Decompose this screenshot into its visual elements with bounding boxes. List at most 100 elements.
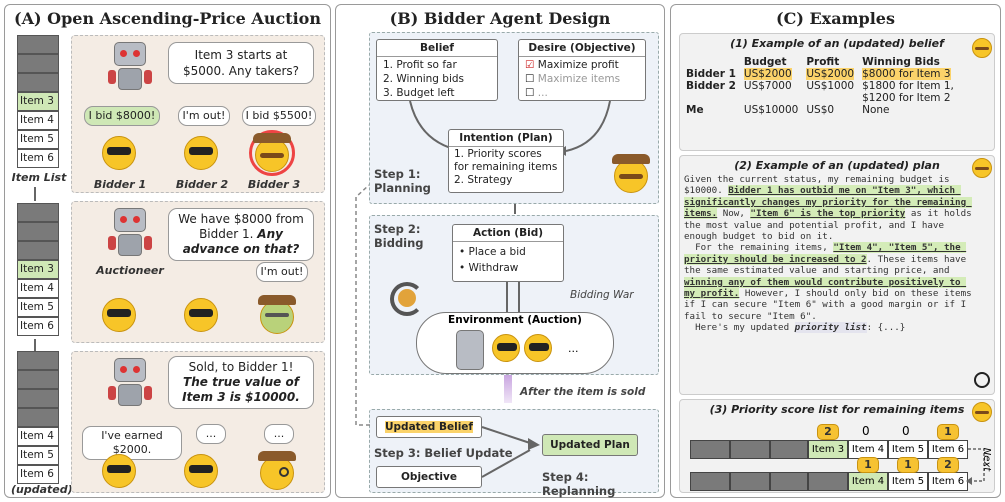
table-cell: Bidder 1: [686, 68, 736, 80]
panel-a-title: (A) Open Ascending-Price Auction: [14, 9, 321, 28]
item-stack-1: Item 3 Item 4 Item 5 Item 6: [17, 35, 59, 168]
table-cell: US$10000: [743, 104, 799, 116]
table-header: Budget Profit Winning Bids: [682, 56, 976, 68]
plan-text: Given the current status, my remaining b…: [684, 174, 976, 334]
thinking-face-icon: [492, 334, 520, 362]
robot-icon: [456, 330, 484, 370]
down-arrow: [514, 204, 516, 214]
stack-filler: [17, 241, 59, 260]
intention-item: 1. Priority scores for remaining items: [454, 148, 558, 173]
updated-belief-card: Updated Belief: [376, 416, 482, 438]
step4-label: Step 4: Replanning: [542, 470, 616, 498]
panel-c: (C) Examples (1) Example of an (updated)…: [670, 4, 1001, 498]
stack-filler: [730, 472, 770, 491]
priority-score: 0: [902, 424, 910, 438]
table-cell: $1800 for Item 1, $1200 for Item 2: [862, 80, 954, 104]
table-row: Me US$10000 US$0 None: [682, 104, 976, 116]
priority-score: 1: [937, 424, 959, 440]
stack-filler: [17, 370, 59, 389]
auctioneer-speech-2a: We have $8000 from Bidder 1.: [178, 212, 304, 241]
bidder3-dots-speech: ...: [264, 424, 294, 444]
stack-filler: [770, 440, 808, 459]
priority-score: 1: [897, 457, 919, 473]
table-cell: US$0: [806, 104, 835, 116]
sunglasses-face-icon: [524, 334, 552, 362]
stack-item: Item 5: [17, 130, 59, 149]
action-row: • Withdraw: [459, 262, 519, 274]
stack-filler: [17, 351, 59, 370]
auctioneer-speech-1: Item 3 starts at $5000. Any takers?: [168, 42, 314, 84]
cowboy-hat-icon: [258, 451, 296, 461]
thinking-face-icon: [102, 298, 136, 332]
belief-title: Belief: [377, 40, 497, 57]
priority-item: Item 3: [808, 440, 848, 459]
desire-title: Desire (Objective): [519, 40, 645, 57]
robot-icon: [108, 42, 152, 94]
table-cell: $8000 for Item 3: [862, 68, 951, 80]
step3-label: Step 3: Belief Update: [374, 446, 513, 460]
plan-text-part: . These items have the same estimated va…: [684, 253, 972, 277]
desire-row: ☑ Maximize profit: [525, 58, 639, 72]
auctioneer-speech-2: We have $8000 from Bidder 1. Any advance…: [168, 208, 314, 261]
connector: [518, 282, 520, 312]
desire-row: ☐ ...: [525, 86, 639, 100]
auctioneer-label: Auctioneer: [96, 264, 164, 277]
openai-logo-icon: [974, 372, 990, 388]
bidder3-label: Bidder 3: [247, 178, 301, 191]
stack-filler: [17, 54, 59, 73]
step1-label: Step 1: Planning: [374, 167, 431, 195]
stack-item: Item 6: [17, 317, 59, 336]
action-row: • Place a bid: [459, 246, 526, 258]
monocle-face-icon: [260, 456, 294, 490]
plan-text-part: : {...}: [866, 322, 906, 334]
scene-1: Item 3 starts at $5000. Any takers? I bi…: [71, 35, 325, 193]
thinking-face-icon: [102, 136, 136, 170]
plan-text-part: Now,: [717, 208, 751, 220]
belief-item: 2. Winning bids: [383, 73, 465, 85]
table-cell: US$2000: [743, 68, 792, 80]
item-stack-3: Item 4 Item 5 Item 6: [17, 351, 59, 484]
sick-cowboy-face-icon: [260, 300, 294, 334]
priority-score: 0: [862, 424, 870, 438]
panel-a: (A) Open Ascending-Price Auction Item 3 …: [4, 4, 331, 498]
desire-item: ...: [537, 87, 548, 99]
stack-item: Item 6: [17, 149, 59, 168]
belief-table: Budget Profit Winning Bids Bidder 1 US$2…: [682, 56, 976, 116]
table-cell: Bidder 2: [686, 80, 736, 92]
updated-plan-card: Updated Plan: [542, 434, 638, 456]
auctioneer-speech-2b: Any advance on that?: [182, 227, 300, 256]
table-header-cell: Profit: [806, 56, 840, 68]
table-row: Bidder 1 US$2000 US$2000 $8000 for Item …: [682, 68, 976, 80]
plan-highlight: priority list: [794, 322, 867, 334]
next-arrow: [966, 448, 985, 485]
panel-c-title: (C) Examples: [776, 9, 895, 28]
panel-b: (B) Bidder Agent Design Belief 1. Profit…: [335, 4, 665, 498]
bidder1-label: Bidder 1: [93, 178, 147, 191]
bidder1-earned-speech: I've earned $2000.: [82, 426, 182, 460]
item-stack-2: Item 3 Item 4 Item 5 Item 6: [17, 203, 59, 336]
sunglasses-face-icon: [184, 136, 218, 170]
auctioneer-speech-3: Sold, to Bidder 1! The true value of Ite…: [168, 356, 314, 409]
cowboy-hat-icon: [258, 295, 296, 305]
stack-filler: [690, 472, 730, 491]
objective-card: Objective: [376, 466, 482, 488]
next-label: Next: [981, 447, 993, 472]
plan-text-part: However, I should only bid on these item…: [684, 288, 972, 334]
bidder3-speech: I bid $5500!: [242, 106, 316, 126]
bidding-war-label: Bidding War: [570, 289, 634, 301]
cycle-icon: [390, 282, 424, 316]
table-cell: US$1000: [806, 80, 855, 92]
stack-item: Item 3: [17, 92, 59, 111]
table-header-cell: Budget: [743, 56, 787, 68]
intention-card: Intention (Plan) 1. Priority scores for …: [448, 129, 564, 193]
action-title: Action (Bid): [453, 225, 563, 242]
step34-section: Updated Belief Updated Plan Step 3: Beli…: [369, 409, 659, 498]
bidder1-speech: I bid $8000!: [84, 106, 160, 126]
bidder2-label: Bidder 2: [175, 178, 229, 191]
desire-item: Maximize items: [537, 73, 621, 85]
auctioneer-speech-3a: Sold, to Bidder 1!: [188, 360, 294, 374]
bidder2-speech: I'm out!: [178, 106, 230, 126]
stack-item: Item 4: [17, 279, 59, 298]
stack-item: Item 5: [17, 298, 59, 317]
plan-text-part: as it holds the most value and potential…: [684, 208, 972, 254]
